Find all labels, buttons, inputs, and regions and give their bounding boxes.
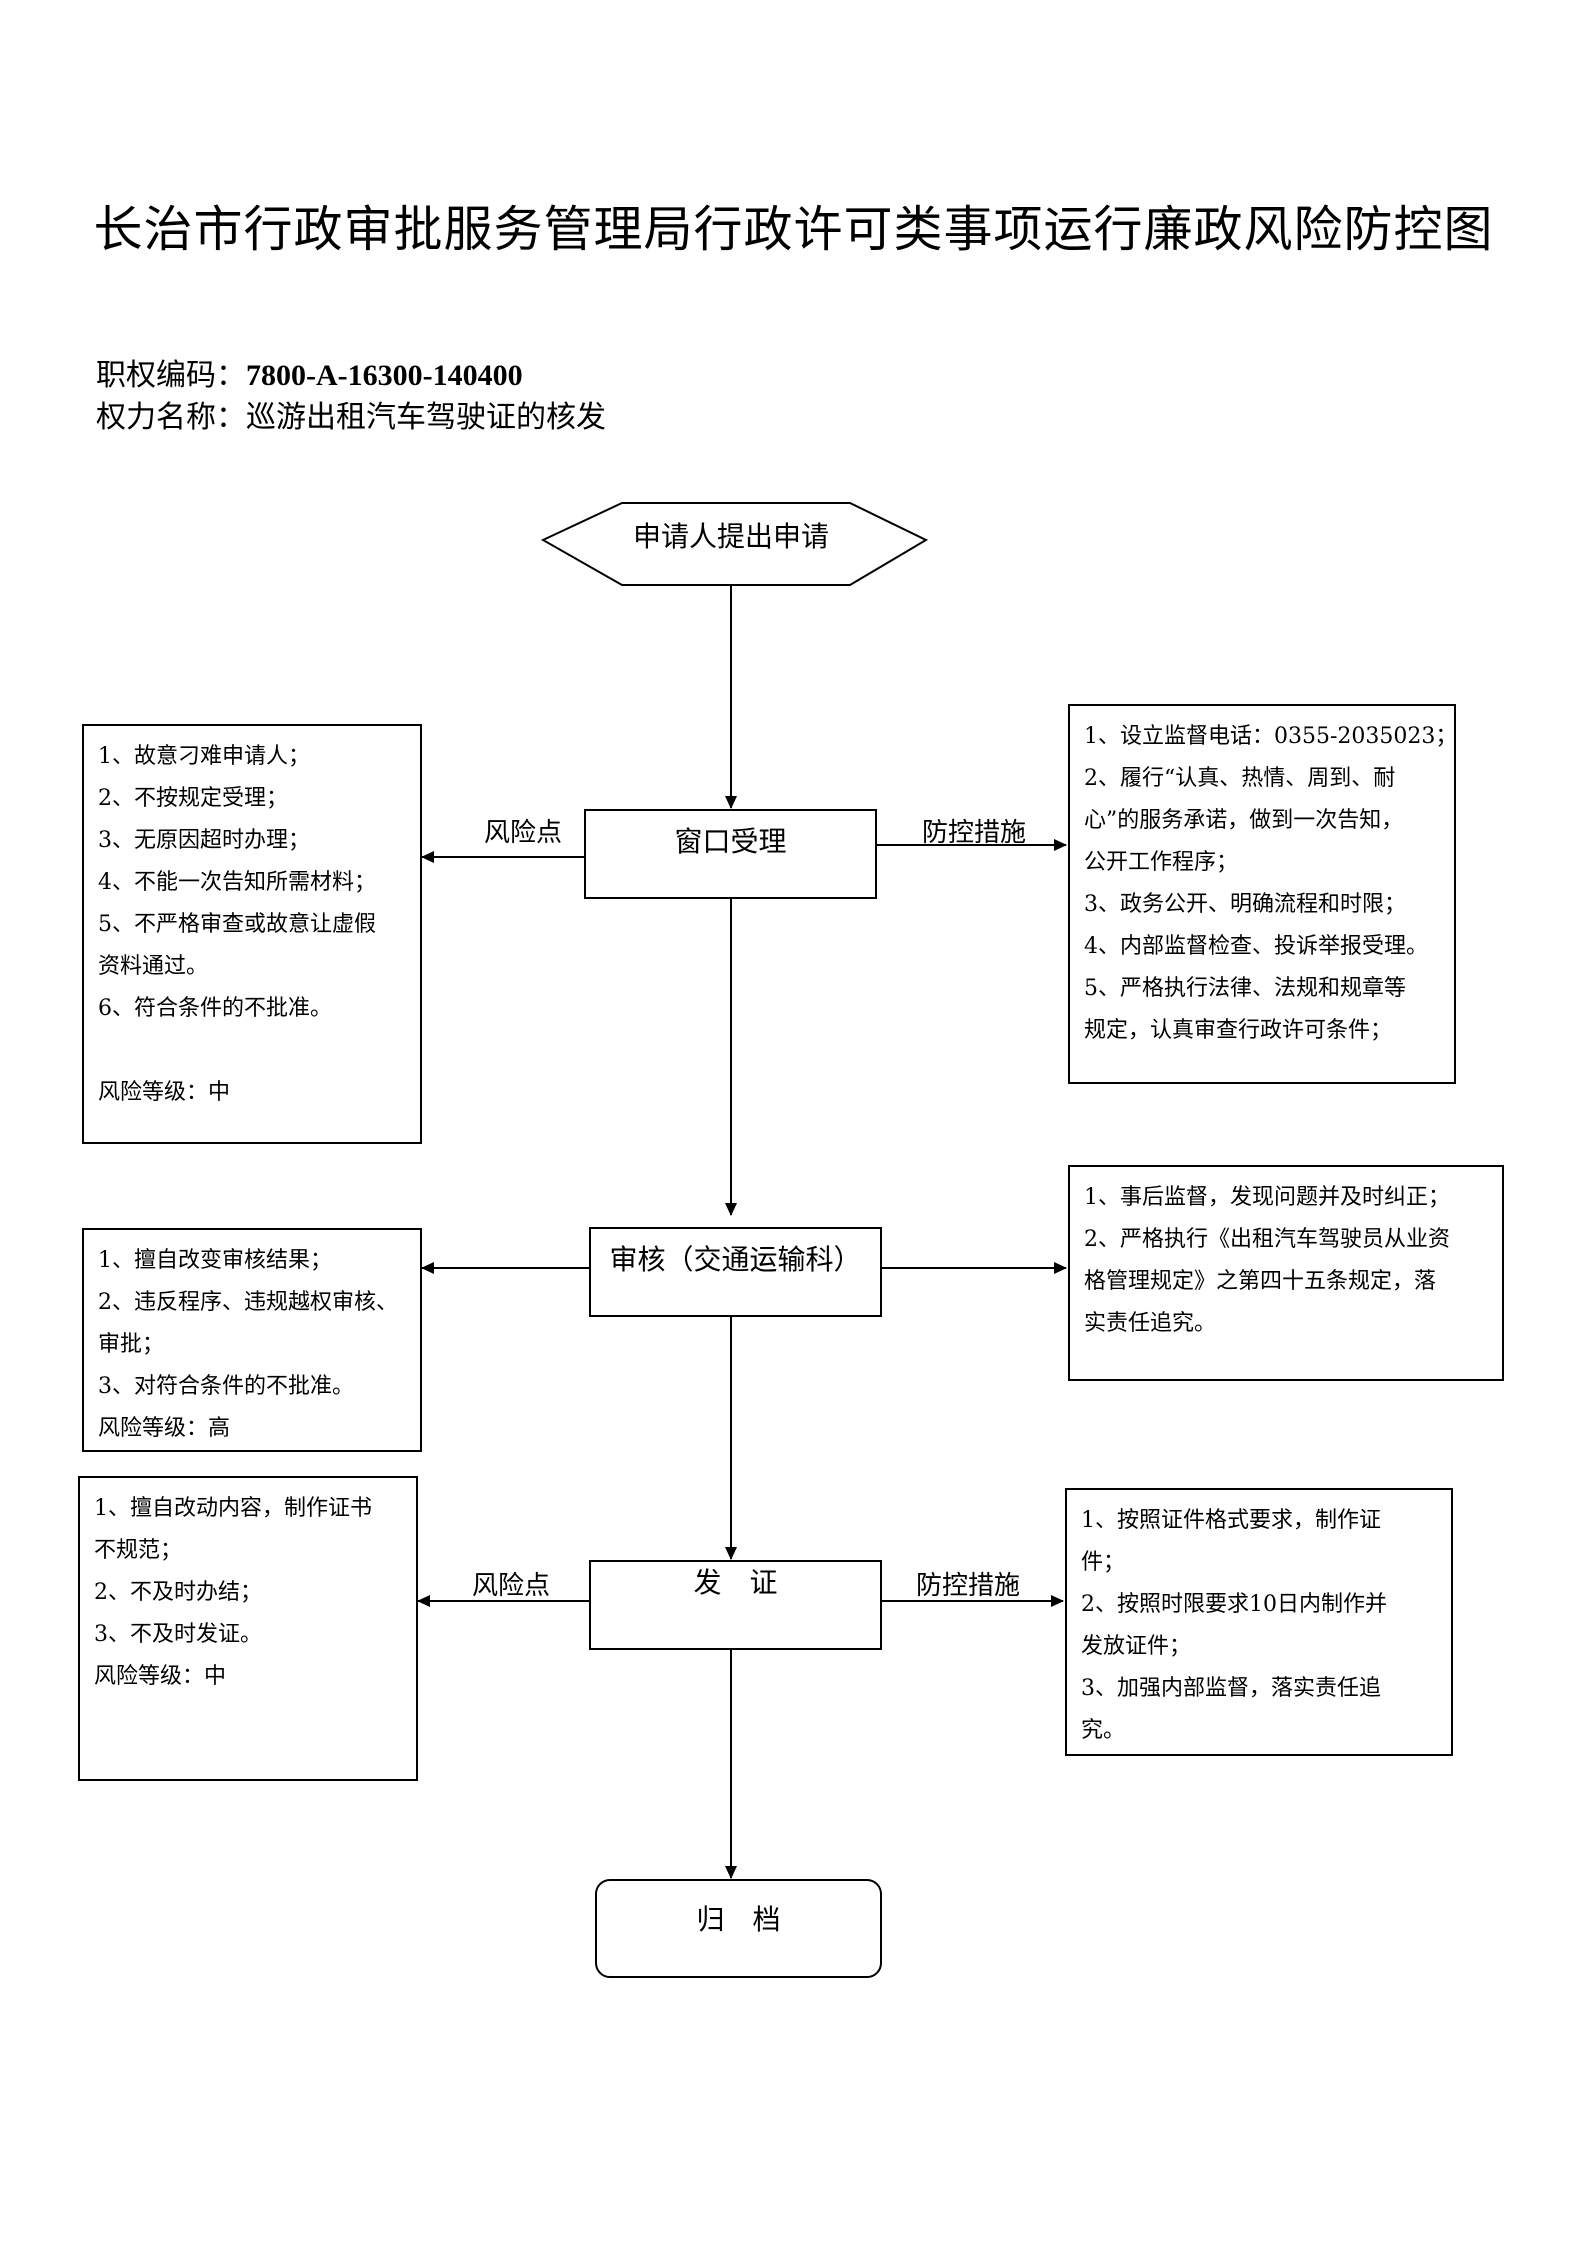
- control-item: 究。: [1081, 1718, 1126, 1743]
- risk-point-label-3: 风险点: [472, 1571, 551, 1601]
- control-box-issue: 1、按照证件格式要求，制作证 件； 2、按照时限要求10日内制作并 发放证件； …: [1065, 1488, 1453, 1756]
- window-node: 窗口受理: [674, 825, 787, 858]
- risk-item: 1、擅自改变审核结果；: [98, 1248, 332, 1273]
- review-node: 审核（交通运输科）: [609, 1243, 862, 1276]
- risk-item: 3、无原因超时办理；: [98, 828, 310, 853]
- risk-item: 5、不严格审查或故意让虚假: [98, 912, 376, 937]
- power-code-label: 职权编码：: [96, 358, 246, 393]
- control-item: 3、加强内部监督，落实责任追: [1081, 1676, 1381, 1701]
- power-code: 职权编码：7800-A-16300-140400: [96, 350, 523, 394]
- risk-item: 2、违反程序、违规越权审核、: [98, 1290, 398, 1315]
- control-item: 实责任追究。: [1084, 1311, 1217, 1336]
- risk-point-label-1: 风险点: [484, 818, 563, 848]
- issue-node: 发 证: [693, 1566, 778, 1599]
- risk-box-window: 1、故意刁难申请人； 2、不按规定受理； 3、无原因超时办理； 4、不能一次告知…: [82, 724, 422, 1144]
- risk-level: 风险等级：中: [98, 1080, 231, 1105]
- risk-item: 6、符合条件的不批准。: [98, 996, 332, 1021]
- control-item: 5、严格执行法律、法规和规章等: [1084, 976, 1406, 1001]
- review-rect: [589, 1227, 882, 1317]
- control-label-3: 防控措施: [916, 1571, 1021, 1601]
- control-box-review: 1、事后监督，发现问题并及时纠正； 2、严格执行《出租汽车驾驶员从业资 格管理规…: [1068, 1165, 1504, 1381]
- risk-item: 2、不及时办结；: [94, 1580, 262, 1605]
- risk-box-issue: 1、擅自改动内容，制作证书 不规范； 2、不及时办结； 3、不及时发证。 风险等…: [78, 1476, 418, 1781]
- risk-item: 资料通过。: [98, 954, 209, 979]
- risk-level: 风险等级：高: [98, 1416, 231, 1441]
- control-item: 公开工作程序；: [1084, 850, 1239, 875]
- start-hexagon: [540, 502, 929, 586]
- page-title: 长治市行政审批服务管理局行政许可类事项运行廉政风险防控图: [93, 201, 1494, 258]
- power-code-value: 7800-A-16300-140400: [246, 359, 523, 392]
- risk-item: 1、擅自改动内容，制作证书: [94, 1496, 372, 1521]
- control-item: 心”的服务承诺，做到一次告知，: [1084, 808, 1404, 833]
- control-item: 1、按照证件格式要求，制作证: [1081, 1508, 1381, 1533]
- risk-item: 3、不及时发证。: [94, 1622, 262, 1647]
- control-item: 2、严格执行《出租汽车驾驶员从业资: [1084, 1227, 1450, 1252]
- control-item: 1、设立监督电话：0355-2035023；: [1084, 724, 1458, 749]
- risk-item: 1、故意刁难申请人；: [98, 744, 310, 769]
- risk-level: 风险等级：中: [94, 1664, 227, 1689]
- power-name: 权力名称：巡游出租汽车驾驶证的核发: [96, 392, 606, 436]
- control-item: 2、履行“认真、热情、周到、耐: [1084, 766, 1396, 791]
- start-node: 申请人提出申请: [632, 520, 829, 553]
- risk-box-review: 1、擅自改变审核结果； 2、违反程序、违规越权审核、 审批； 3、对符合条件的不…: [82, 1228, 422, 1452]
- risk-item: 审批；: [98, 1332, 165, 1357]
- control-box-window: 1、设立监督电话：0355-2035023； 2、履行“认真、热情、周到、耐 心…: [1068, 704, 1458, 1084]
- control-item: 2、按照时限要求10日内制作并: [1081, 1592, 1387, 1617]
- archive-rect: [595, 1879, 882, 1978]
- power-name-value: 巡游出租汽车驾驶证的核发: [246, 400, 606, 435]
- control-label-1: 防控措施: [922, 818, 1027, 848]
- issue-rect: [589, 1560, 882, 1650]
- control-item: 格管理规定》之第四十五条规定，落: [1084, 1269, 1437, 1294]
- risk-item: 4、不能一次告知所需材料；: [98, 870, 376, 895]
- archive-node: 归 档: [696, 1903, 781, 1936]
- control-item: 3、政务公开、明确流程和时限；: [1084, 892, 1406, 917]
- control-item: 4、内部监督检查、投诉举报受理。: [1084, 934, 1428, 959]
- control-item: 1、事后监督，发现问题并及时纠正；: [1084, 1185, 1450, 1210]
- risk-item: 3、对符合条件的不批准。: [98, 1374, 354, 1399]
- control-item: 件；: [1081, 1550, 1126, 1575]
- power-name-label: 权力名称：: [96, 400, 246, 435]
- risk-item: 不规范；: [94, 1538, 183, 1563]
- control-item: 发放证件；: [1081, 1634, 1192, 1659]
- risk-item: 2、不按规定受理；: [98, 786, 288, 811]
- control-item: 规定，认真审查行政许可条件；: [1084, 1018, 1393, 1043]
